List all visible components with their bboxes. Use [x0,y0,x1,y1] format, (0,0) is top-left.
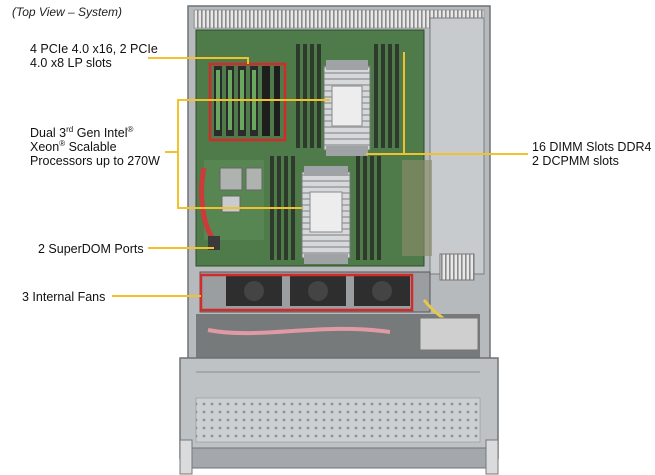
cpu-2 [301,166,351,264]
cable-area [196,299,480,358]
leader-cpu-bracket-lower [177,152,302,209]
view-caption: (Top View – System) [12,5,123,19]
callout-processors: Dual 3rd Gen Intel® Xeon® Scalable Proce… [30,124,160,168]
callout-cpu-line2: Xeon® Scalable [30,138,117,154]
callout-dimm-slots: 16 DIMM Slots DDR4 2 DCPMM slots [532,140,651,168]
leader-pcie [148,57,249,64]
callout-dimm-line2: 2 DCPMM slots [532,154,619,168]
callout-pcie-slots: 4 PCIe 4.0 x16, 2 PCIe 4.0 x8 LP slots [30,42,158,70]
superdom-area [199,167,220,250]
highlight-fans [199,273,414,312]
leader-lines [112,52,528,297]
callout-cpu-line1: Dual 3rd Gen Intel® [30,124,134,140]
callout-dimm-line1: 16 DIMM Slots DDR4 [532,140,652,154]
power-supply-bay [402,17,485,281]
callout-pcie-line2: 4.0 x8 LP slots [30,56,112,70]
fan-assembly [199,271,431,313]
callout-pcie-line1: 4 PCIe 4.0 x16, 2 PCIe [30,42,158,56]
cpu-1 [323,60,371,156]
callout-cpu-line3: Processors up to 270W [30,154,160,168]
callout-internal-fans: 3 Internal Fans [22,290,106,304]
leader-cpu-bracket [177,99,330,152]
callout-superdom: 2 SuperDOM Ports [38,242,144,256]
